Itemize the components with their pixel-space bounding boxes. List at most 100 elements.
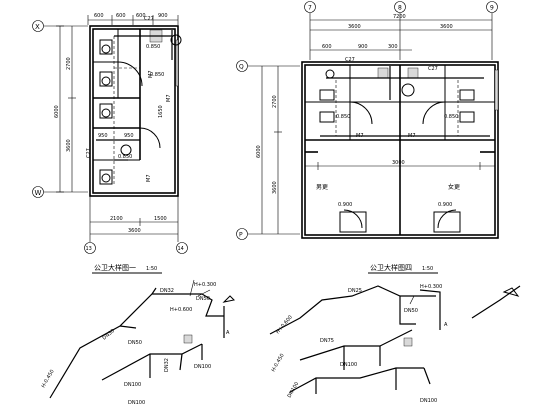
iso-right-label-6: DN100 [340,362,357,368]
right-floor-plan: 7 8 9 7200 3600 3600 600 900 300 Q P [236,1,499,240]
label-950-a: 950 [98,133,108,139]
room-female: 女更 [448,183,460,191]
axis-label-13: 13 [86,246,92,252]
axis-bubble-q [236,60,248,72]
label-950-b: 950 [124,133,134,139]
iso-right-label-3: H+0.600 [275,314,294,335]
label-level-2: 0.850 [150,72,164,78]
label-m7-r1: M7 [356,133,364,139]
left-plan-fixtures [99,34,182,185]
left-plan-left-dimensions: 6000 2700 3600 [54,25,76,193]
dim-left-r2: 3600 [272,181,278,194]
axis-label-w: W [35,189,42,197]
iso-right-label-5: DN75 [320,338,334,344]
title-right: 公卫大样图四 [370,263,412,272]
dim-top-2: 600 [116,13,126,19]
dim-bottom-1: 2100 [110,216,123,222]
axis-label-8: 8 [398,5,402,12]
iso-left-label-11: DN100 [128,400,145,406]
label-m7-a: M7 [148,71,154,79]
right-isometric-diagram: DN25 H+0.300 H+0.600 DN50 DN75 DN100 DN1… [269,284,521,404]
iso-left-label-10: DN100 [194,364,211,370]
title-left-scale: 1:50 [146,266,157,272]
iso-right-label-7: DN100 [287,381,301,399]
label-c27-r2: C27 [428,66,438,72]
toilet-2 [99,71,113,87]
iso-left-label-2: H+0.300 [194,282,216,288]
room-male: 男更 [316,184,328,191]
label-m7-c: M7 [146,175,152,183]
iso-left-label-4: H+0.600 [170,307,192,313]
axis-label-q: Q [239,64,244,71]
title-left: 公卫大样图一 [94,263,136,272]
dim-left-r1: 2700 [272,95,278,108]
toilet-r4 [459,111,475,123]
iso-right-label-10: A [444,322,448,328]
iso-left-label-1: DN32 [160,288,174,294]
toilet-r3 [459,89,475,101]
iso-right-label-4: DN50 [404,308,418,314]
axis-label-7: 7 [308,5,312,12]
washbasin-r2 [401,83,415,97]
axis-bubble-x [32,20,44,32]
dim-top-1: 600 [94,13,104,19]
axis-bubble-p [236,228,248,240]
dim-bottom-total: 3600 [128,228,141,234]
iso-right-label-2: H+0.300 [420,284,442,290]
dim-top-b: 3600 [440,24,453,30]
dim-left-2: 3600 [66,139,72,152]
dim-top-total: 7200 [393,14,406,20]
label-c27-r1: C27 [345,57,355,63]
axis-bubble-w [32,186,44,198]
label-c27-top: C27 [144,16,154,22]
dim-bottom-r: 3000 [392,160,405,166]
axis-bubble-9 [486,1,498,13]
dim-300: 300 [388,44,398,50]
iso-left-label-8: DN32 [164,358,170,372]
toilet-4 [99,169,113,185]
iso-right-label-1: DN25 [348,288,362,294]
right-plan-pipes [320,66,490,137]
axis-label-14: 14 [178,246,184,252]
label-level-r1: 0.850 [336,114,350,120]
axis-bubble-8 [394,1,406,13]
iso-left-label-5: DN50 [101,328,116,342]
left-plan-pipes [96,30,173,186]
iso-left-label-12: A [226,330,230,336]
iso-left-label-7: DN100 [124,382,141,388]
iso-left-label-3: DN50 [196,296,210,302]
right-plan-top-dimensions: 7200 3600 3600 600 900 300 [309,13,493,60]
dim-left-total-r: 6000 [256,145,262,158]
label-level-r2: 0.850 [444,114,458,120]
toilet-r2 [319,111,335,123]
left-isometric-diagram: DN32 H+0.300 DN50 H+0.600 DN50 DN50 DN10… [41,279,236,406]
iso-right-label-9: H-0.450 [271,353,286,373]
right-plan-left-dimensions: 6000 2700 3600 [256,66,282,234]
label-m7-r2: M7 [408,133,416,139]
dim-bottom-2: 1500 [154,216,167,222]
label-1650: 1650 [158,105,164,118]
toilet-1 [99,39,113,55]
left-floor-plan: 600 600 600 900 X W 6000 2700 3600 [32,13,188,254]
iso-right-label-8: DN100 [420,398,437,404]
title-right-scale: 1:50 [422,266,433,272]
dim-left-total: 6000 [54,105,60,118]
dim-600: 600 [322,44,332,50]
label-m7-b: M7 [166,95,172,103]
dim-top-a: 3600 [348,24,361,30]
label-level-r4: 0.900 [438,202,452,208]
toilet-3 [99,103,113,119]
dim-left-1: 2700 [66,57,72,70]
axis-bubble-13 [84,242,96,254]
iso-left-label-9: H-0.450 [41,369,56,389]
label-level-r3: 0.900 [338,202,352,208]
right-plan-walls [301,61,499,239]
axis-label-9: 9 [490,5,494,12]
left-plan-bottom-dimensions: 2100 1500 3600 [89,196,179,242]
washbasin [170,34,182,46]
right-plan-bottom-dimensions: 3000 [305,160,495,170]
left-plan-top-dimensions: 600 600 600 900 [87,13,179,25]
label-level-3: 0.850 [118,154,132,160]
washbasin-r1 [325,69,335,79]
axis-label-x: X [35,23,40,31]
